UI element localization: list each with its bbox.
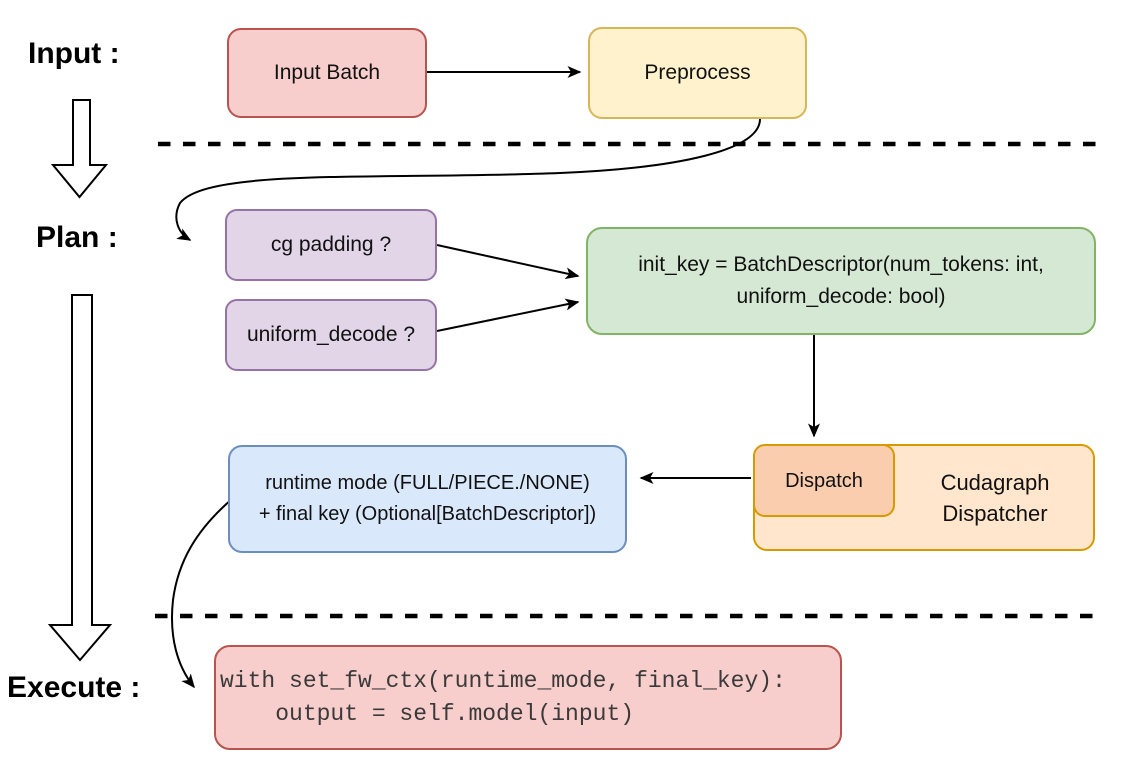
edge-cg-padding-to-init-key bbox=[436, 244, 580, 280]
edge-runtime-mode-to-execute-code bbox=[171, 498, 233, 689]
edge-uniform-decode-to-init-key bbox=[436, 298, 580, 332]
node-uniform-decode-label: uniform_decode ? bbox=[246, 323, 416, 346]
node-init-key-line2: uniform_decode: bool) bbox=[736, 285, 946, 308]
node-execute-code-line1: with set_fw_ctx(runtime_mode, final_key)… bbox=[220, 667, 786, 694]
node-init-key: init_key = BatchDescriptor(num_tokens: i… bbox=[586, 227, 1096, 335]
stage-label-execute: Execute : bbox=[7, 671, 141, 704]
node-runtime-mode-line2: + final key (Optional[BatchDescriptor]) bbox=[258, 503, 597, 525]
node-dispatch: Dispatch bbox=[753, 444, 895, 517]
node-runtime-mode-line1: runtime mode (FULL/PIECE./NONE) bbox=[265, 472, 590, 494]
node-dispatch-label: Dispatch bbox=[785, 469, 863, 492]
node-cg-padding-label: cg padding ? bbox=[270, 233, 392, 256]
stage-label-plan: Plan : bbox=[36, 221, 118, 254]
node-uniform-decode: uniform_decode ? bbox=[225, 299, 437, 371]
node-cg-padding: cg padding ? bbox=[225, 209, 437, 281]
node-init-key-line1: init_key = BatchDescriptor(num_tokens: i… bbox=[638, 253, 1044, 276]
node-input-batch-label: Input Batch bbox=[273, 61, 381, 84]
node-cudagraph-dispatcher-line2: Dispatcher bbox=[942, 500, 1048, 526]
node-input-batch: Input Batch bbox=[227, 28, 427, 118]
node-preprocess: Preprocess bbox=[588, 27, 807, 119]
node-cudagraph-dispatcher-label: Cudagraph Dispatcher bbox=[895, 444, 1095, 551]
node-preprocess-label: Preprocess bbox=[644, 61, 751, 84]
node-cudagraph-dispatcher-line1: Cudagraph bbox=[940, 469, 1050, 495]
stage-arrow-plan-to-execute-icon bbox=[47, 294, 113, 662]
edge-preprocess-to-cg-padding bbox=[175, 118, 761, 241]
node-execute-code: with set_fw_ctx(runtime_mode, final_key)… bbox=[214, 645, 842, 750]
stage-label-input: Input : bbox=[28, 37, 120, 70]
node-execute-code-line2: output = self.model(input) bbox=[220, 700, 635, 727]
stage-arrow-input-to-plan-icon bbox=[50, 99, 109, 199]
node-runtime-mode: runtime mode (FULL/PIECE./NONE) + final … bbox=[228, 445, 627, 553]
